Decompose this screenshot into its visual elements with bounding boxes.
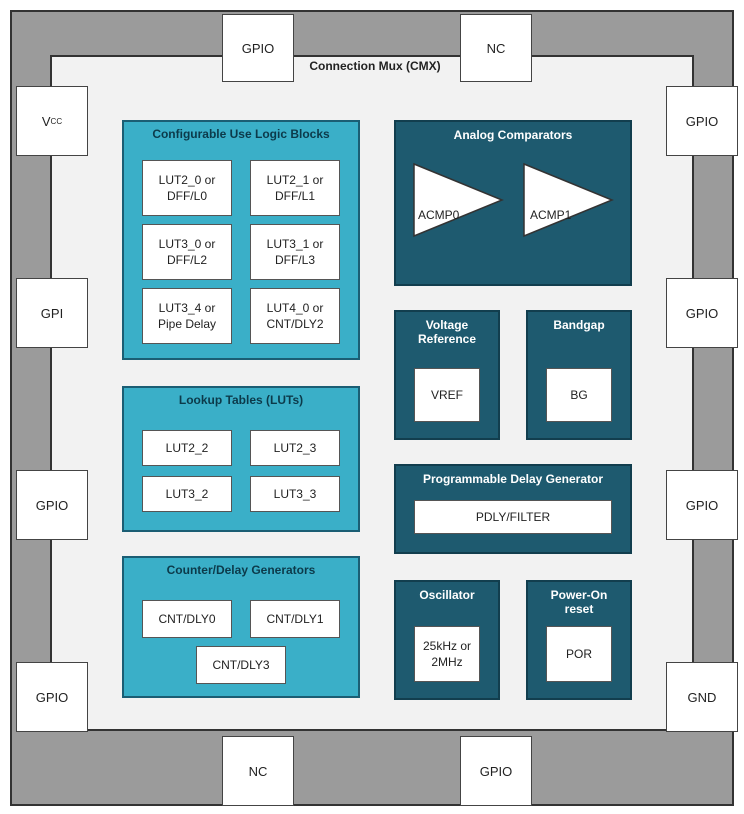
logic-blocks-title: Configurable Use Logic Blocks	[152, 127, 330, 141]
pin-gnd: GND	[666, 662, 738, 732]
bandgap-cell: BG	[546, 368, 612, 422]
connection-mux-label: Connection Mux (CMX)	[309, 59, 441, 73]
logic-cell-lut3-0: LUT3_0 or DFF/L2	[142, 224, 232, 280]
logic-blocks-panel: Configurable Use Logic Blocks LUT2_0 or D…	[122, 120, 360, 360]
lut-cell-lut2-3: LUT2_3	[250, 430, 340, 466]
pin-gpi: GPI	[16, 278, 88, 348]
oscillator-cell-line2: 2MHz	[431, 655, 463, 669]
pin-top-gpio: GPIO	[222, 14, 294, 82]
pin-top-nc: NC	[460, 14, 532, 82]
analog-comparators-title: Analog Comparators	[453, 128, 573, 142]
logic-cell-line: LUT3_1 or	[266, 237, 324, 251]
lut-cell-lut3-3: LUT3_3	[250, 476, 340, 512]
logic-cell-line: DFF/L2	[166, 253, 207, 267]
logic-cell-lut3-4: LUT3_4 or Pipe Delay	[142, 288, 232, 344]
logic-cell-line: DFF/L1	[274, 189, 315, 203]
pin-left-gpio-2: GPIO	[16, 662, 88, 732]
programmable-delay-panel: Programmable Delay Generator PDLY/FILTER	[394, 464, 632, 554]
oscillator-cell-line1: 25kHz or	[422, 639, 472, 653]
logic-cell-line: Pipe Delay	[157, 317, 217, 331]
vref-cell: VREF	[414, 368, 480, 422]
oscillator-panel: Oscillator 25kHz or 2MHz	[394, 580, 500, 700]
counters-panel: Counter/Delay Generators CNT/DLY0 CNT/DL…	[122, 556, 360, 698]
pin-right-gpio-3: GPIO	[666, 470, 738, 540]
pin-bottom-gpio: GPIO	[460, 736, 532, 806]
oscillator-title: Oscillator	[419, 588, 475, 602]
logic-cell-line: DFF/L0	[166, 189, 207, 203]
voltage-reference-title-line1: Voltage	[425, 318, 469, 332]
por-cell: POR	[546, 626, 612, 682]
luts-title: Lookup Tables (LUTs)	[178, 393, 304, 407]
acmp1-label: ACMP1	[530, 208, 572, 222]
counter-cell-cnt-dly0: CNT/DLY0	[142, 600, 232, 638]
bandgap-panel: Bandgap BG	[526, 310, 632, 440]
logic-cell-line: LUT3_0 or	[158, 237, 216, 251]
pdly-filter-cell: PDLY/FILTER	[414, 500, 612, 534]
comparator-acmp0-icon	[413, 162, 504, 238]
comparator-acmp1-icon	[523, 162, 614, 238]
luts-panel: Lookup Tables (LUTs) LUT2_2 LUT2_3 LUT3_…	[122, 386, 360, 532]
logic-cell-line: LUT2_1 or	[266, 173, 324, 187]
logic-cell-line: LUT4_0 or	[266, 301, 324, 315]
power-on-reset-title-line1: Power-On	[550, 588, 608, 602]
oscillator-cell: 25kHz or 2MHz	[414, 626, 480, 682]
acmp0-label: ACMP0	[418, 208, 460, 222]
power-on-reset-title-line2: reset	[564, 602, 594, 616]
pin-vcc-label: V	[41, 113, 51, 129]
lut-cell-lut2-2: LUT2_2	[142, 430, 232, 466]
bandgap-title: Bandgap	[553, 318, 605, 332]
programmable-delay-title: Programmable Delay Generator	[422, 472, 604, 486]
logic-cell-line: DFF/L3	[274, 253, 315, 267]
logic-cell-lut4-0: LUT4_0 or CNT/DLY2	[250, 288, 340, 344]
lut-cell-lut3-2: LUT3_2	[142, 476, 232, 512]
counters-title: Counter/Delay Generators	[166, 563, 316, 577]
pin-vcc-subscript: CC	[50, 116, 63, 126]
analog-comparators-panel: Analog Comparators ACMP0 ACMP1	[394, 120, 632, 286]
pin-left-gpio-1: GPIO	[16, 470, 88, 540]
logic-cell-line: LUT3_4 or	[158, 301, 216, 315]
counter-cell-cnt-dly3: CNT/DLY3	[196, 646, 286, 684]
pin-right-gpio-2: GPIO	[666, 278, 738, 348]
logic-cell-lut3-1: LUT3_1 or DFF/L3	[250, 224, 340, 280]
pin-bottom-nc: NC	[222, 736, 294, 806]
logic-cell-lut2-0: LUT2_0 or DFF/L0	[142, 160, 232, 216]
logic-cell-line: LUT2_0 or	[158, 173, 216, 187]
pin-right-gpio-1: GPIO	[666, 86, 738, 156]
voltage-reference-title-line2: Reference	[417, 332, 477, 346]
logic-cell-line: CNT/DLY2	[266, 317, 324, 331]
counter-cell-cnt-dly1: CNT/DLY1	[250, 600, 340, 638]
logic-cell-lut2-1: LUT2_1 or DFF/L1	[250, 160, 340, 216]
